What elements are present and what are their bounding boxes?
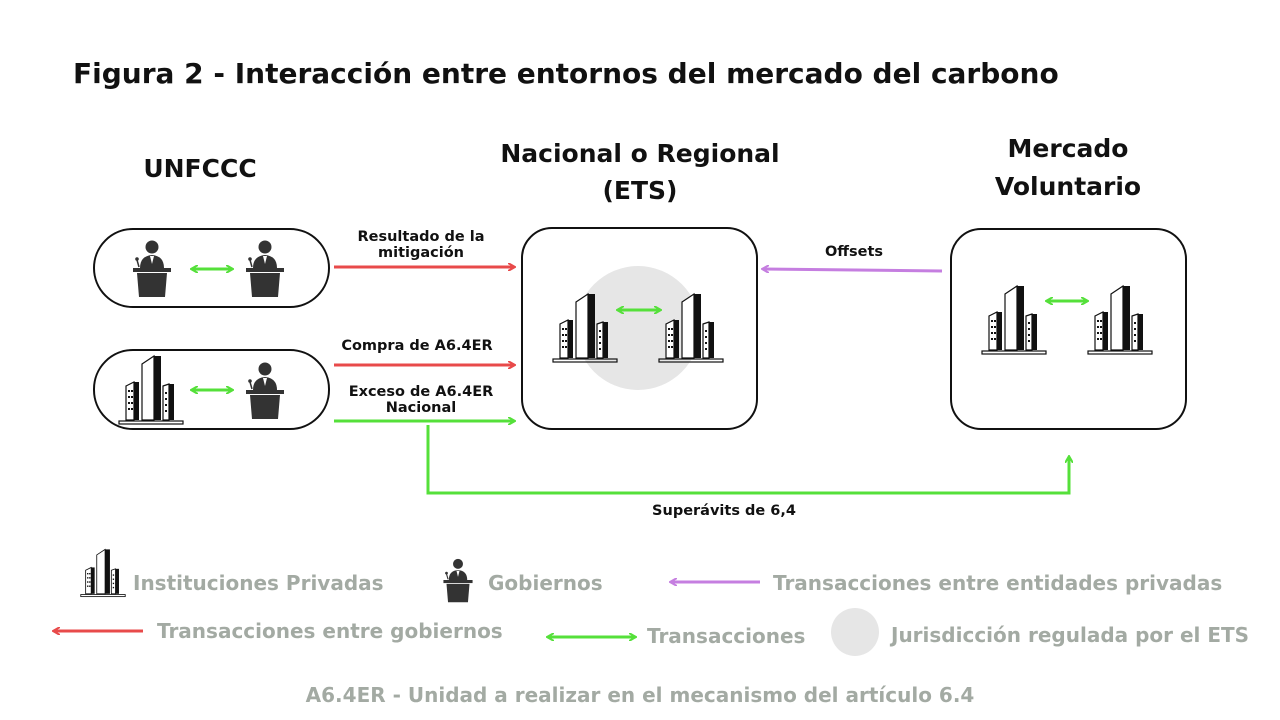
surplus-arrow: [426, 425, 1069, 495]
mitigation-label-line2: mitigación: [378, 245, 464, 261]
unfccc-header: UNFCCC: [143, 154, 256, 183]
voluntary-header-line1: Mercado: [1008, 134, 1129, 163]
offsets-arrow: [763, 269, 943, 271]
mitigation-label-line1: Resultado de la: [357, 229, 484, 245]
legend-private-transactions: Transacciones entre entidades privadas: [773, 571, 1222, 595]
legend-governments: Gobiernos: [488, 571, 603, 595]
offsets-label: Offsets: [825, 244, 883, 260]
private-institution-icon: [80, 548, 126, 598]
voluntary-header-line2: Voluntario: [995, 172, 1141, 201]
purchase-label: Compra de A6.4ER: [341, 338, 492, 354]
figure-title: Figura 2 - Interacción entre entornos de…: [73, 57, 1059, 90]
ets-header-line1: Nacional o Regional: [500, 139, 779, 168]
footnote: A6.4ER - Unidad a realizar en el mecanis…: [306, 683, 975, 707]
surplus-label: Superávits de 6,4: [652, 503, 796, 519]
legend-transactions: Transacciones: [647, 624, 805, 648]
excess-label-line1: Exceso de A6.4ER: [349, 384, 494, 400]
legend-private-institutions: Instituciones Privadas: [133, 571, 384, 595]
legend-jurisdiction-circle: [831, 608, 879, 656]
voluntary-market-box: [950, 228, 1187, 430]
excess-label-line2: Nacional: [386, 400, 457, 416]
legend-government-transactions: Transacciones entre gobiernos: [157, 619, 503, 643]
government-icon: [442, 558, 474, 603]
ets-header-line2: (ETS): [603, 176, 678, 205]
legend-jurisdiction: Jurisdicción regulada por el ETS: [889, 623, 1249, 647]
